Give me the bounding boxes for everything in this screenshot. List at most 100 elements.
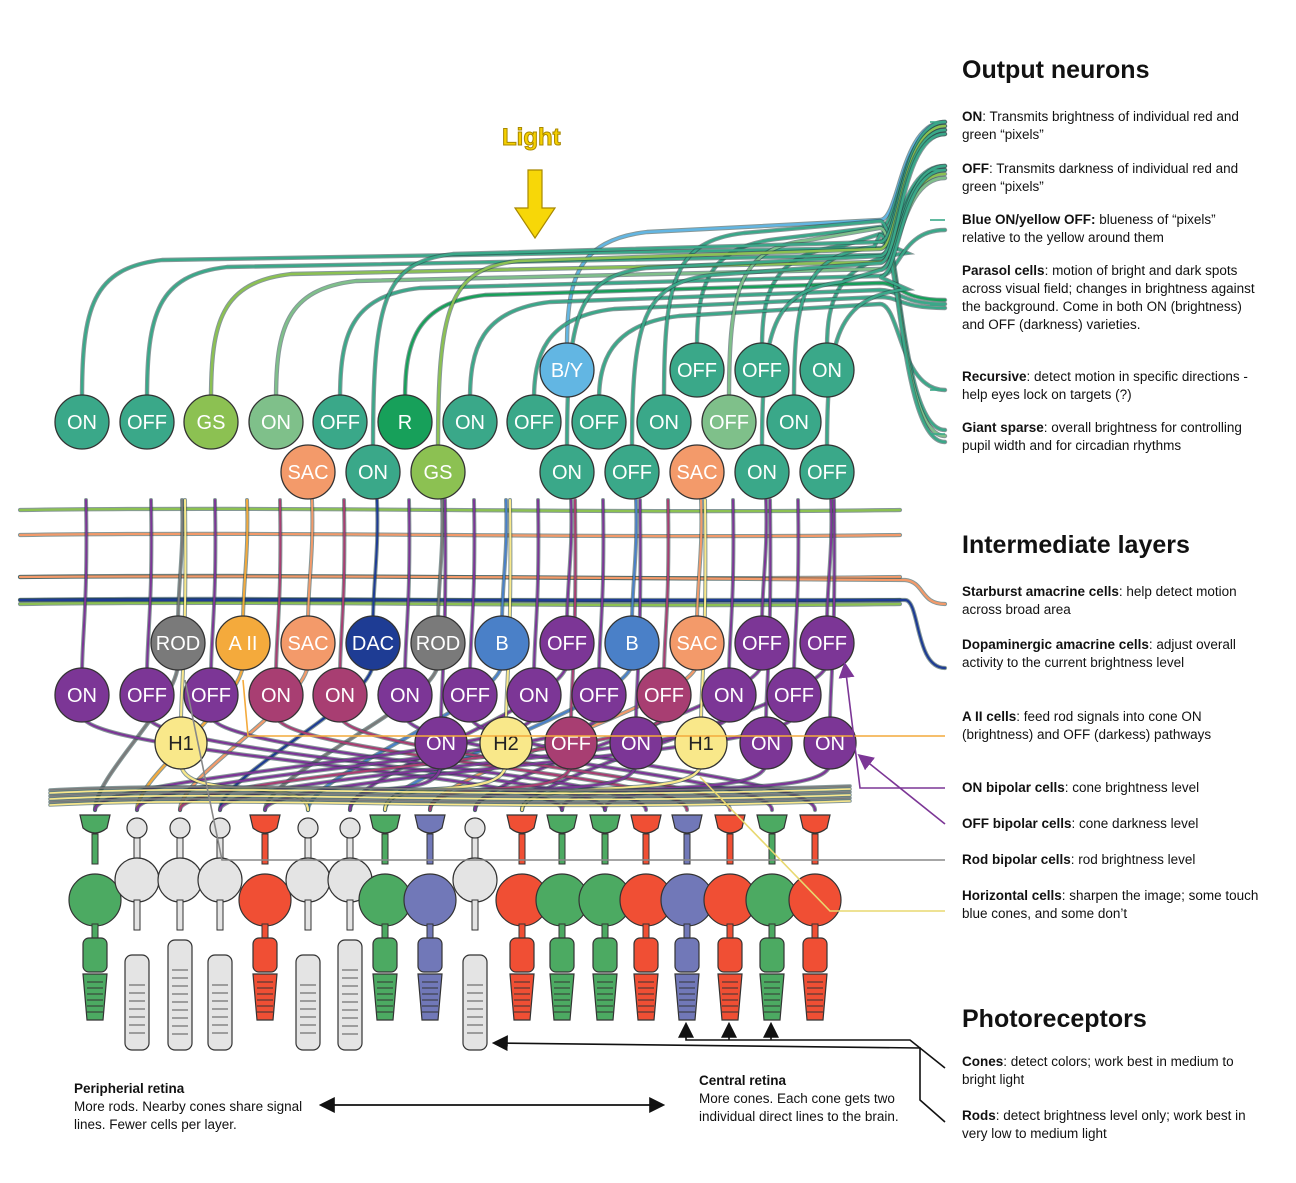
bipolar-axon bbox=[339, 499, 346, 676]
photoreceptor-layer bbox=[68, 814, 842, 1051]
bipolar-axon bbox=[566, 499, 573, 624]
cell-label: OFF bbox=[709, 412, 749, 434]
bipolar-axon bbox=[404, 499, 411, 676]
horizontal-dendrite bbox=[49, 785, 851, 792]
heading-intermediate-layers: Intermediate layers bbox=[962, 531, 1190, 559]
cell-bipolar_purple: ON bbox=[377, 667, 433, 723]
rod-photoreceptor bbox=[327, 817, 373, 1051]
cell-label: OFF bbox=[774, 685, 814, 707]
horizontal-dendrite bbox=[49, 794, 851, 801]
cell-aii: A II bbox=[215, 615, 271, 671]
bipolar-axon bbox=[177, 499, 184, 624]
cell-ganglion_teal: OFF bbox=[571, 394, 627, 450]
cone-photoreceptor bbox=[619, 814, 673, 1021]
rod-photoreceptor bbox=[285, 817, 331, 1051]
bipolar-axon bbox=[437, 499, 444, 624]
cell-label: OFF bbox=[450, 685, 490, 707]
horizontal-dendrite bbox=[49, 797, 851, 804]
light-arrow-icon bbox=[513, 169, 557, 240]
bipolar-axon bbox=[696, 499, 703, 624]
cell-ganglion_teal: OFF bbox=[799, 444, 855, 500]
cell-ganglion_teal: OFF bbox=[119, 394, 175, 450]
note-off-bipolar: OFF bipolar cells: cone darkness level bbox=[962, 816, 1199, 831]
cell-ganglion_light: ON bbox=[248, 394, 304, 450]
cell-label: ON bbox=[649, 412, 679, 434]
cell-blue_bipolar: B bbox=[474, 615, 530, 671]
cell-label: SAC bbox=[287, 633, 328, 655]
cell-blue_bipolar: B bbox=[604, 615, 660, 671]
cell-label: OFF bbox=[677, 360, 717, 382]
cell-label: DAC bbox=[352, 633, 394, 655]
cell-ganglion_teal: OFF bbox=[734, 342, 790, 398]
cell-bipolar_purple: OFF bbox=[734, 615, 790, 671]
cell-label: OFF bbox=[547, 633, 587, 655]
cell-ganglion_light: OFF bbox=[701, 394, 757, 450]
note-recursive: Recursive: detect motion in specific dir… bbox=[962, 369, 1248, 402]
bipolar-axon bbox=[631, 499, 638, 624]
bipolar-axon bbox=[761, 499, 768, 624]
cell-sac: SAC bbox=[669, 615, 725, 671]
cell-sac: SAC bbox=[280, 444, 336, 500]
cell-bipolar_magenta: OFF bbox=[636, 667, 692, 723]
bipolar-axon bbox=[728, 499, 735, 676]
cell-bipolar_magenta: OFF bbox=[544, 716, 598, 770]
cell-bipolar_purple: OFF bbox=[442, 667, 498, 723]
optic-fiber-wire bbox=[403, 281, 947, 402]
cell-label: A II bbox=[229, 633, 258, 655]
note-rods: Rods: detect brightness level only; work… bbox=[962, 1108, 1246, 1141]
on-bipolar-leader-line bbox=[838, 661, 945, 789]
cell-label: ON bbox=[751, 733, 781, 755]
bipolar-axon bbox=[663, 499, 670, 676]
cell-label: ON bbox=[714, 685, 744, 707]
cell-ganglion_teal: ON bbox=[345, 444, 401, 500]
cell-bipolar_purple: OFF bbox=[183, 667, 239, 723]
cell-label: ROD bbox=[156, 633, 200, 655]
cell-horizontal: H1 bbox=[154, 716, 208, 770]
off-bipolar-leader-line bbox=[857, 754, 946, 825]
bipolar-axon bbox=[501, 499, 508, 624]
cell-ganglion_teal: OFF bbox=[312, 394, 368, 450]
cell-bipolar_purple: ON bbox=[414, 716, 468, 770]
horizontal-dendrite bbox=[49, 788, 851, 795]
cell-label: OFF bbox=[191, 685, 231, 707]
cell-label: ON bbox=[67, 685, 97, 707]
note-aii: A II cells: feed rod signals into cone O… bbox=[962, 709, 1212, 742]
cell-rod_bipolar: ROD bbox=[150, 615, 206, 671]
rod-photoreceptor bbox=[114, 817, 160, 1051]
cone-photoreceptor bbox=[495, 814, 549, 1021]
cell-label: OFF bbox=[644, 685, 684, 707]
cell-label: ON bbox=[67, 412, 97, 434]
cell-label: SAC bbox=[676, 633, 717, 655]
optic-fiber-wire bbox=[792, 233, 947, 444]
cell-label: OFF bbox=[127, 685, 167, 707]
cell-label: OFF bbox=[579, 685, 619, 707]
cone-photoreceptor bbox=[703, 814, 757, 1021]
heading-photoreceptors: Photoreceptors bbox=[962, 1005, 1147, 1033]
optic-fiber-wire bbox=[80, 164, 947, 402]
cell-ganglion_teal: ON bbox=[539, 444, 595, 500]
bipolar-axon bbox=[826, 499, 833, 624]
cell-label: R bbox=[398, 412, 412, 434]
bipolar-axon bbox=[275, 499, 282, 676]
note-rod-bipolar: Rod bipolar cells: rod brightness level bbox=[962, 852, 1196, 867]
cell-dac: DAC bbox=[345, 615, 401, 671]
cell-label: SAC bbox=[676, 462, 717, 484]
light-label: Light bbox=[502, 124, 562, 152]
cell-label: ON bbox=[325, 685, 355, 707]
bipolar-axon bbox=[469, 499, 476, 676]
cone-photoreceptor bbox=[358, 814, 412, 1021]
cell-sac: SAC bbox=[669, 444, 725, 500]
bipolar-axon bbox=[598, 499, 605, 676]
cell-ganglion_teal: OFF bbox=[506, 394, 562, 450]
cell-ganglion_gs: GS bbox=[410, 444, 466, 500]
cell-rod_bipolar: ROD bbox=[410, 615, 466, 671]
bipolar-axon bbox=[793, 499, 800, 676]
bipolar-axon bbox=[242, 499, 249, 624]
optic-fiber-wire bbox=[597, 302, 947, 402]
cell-label: ON bbox=[779, 412, 809, 434]
optic-fiber-wire bbox=[338, 228, 947, 402]
cell-label: SAC bbox=[287, 462, 328, 484]
